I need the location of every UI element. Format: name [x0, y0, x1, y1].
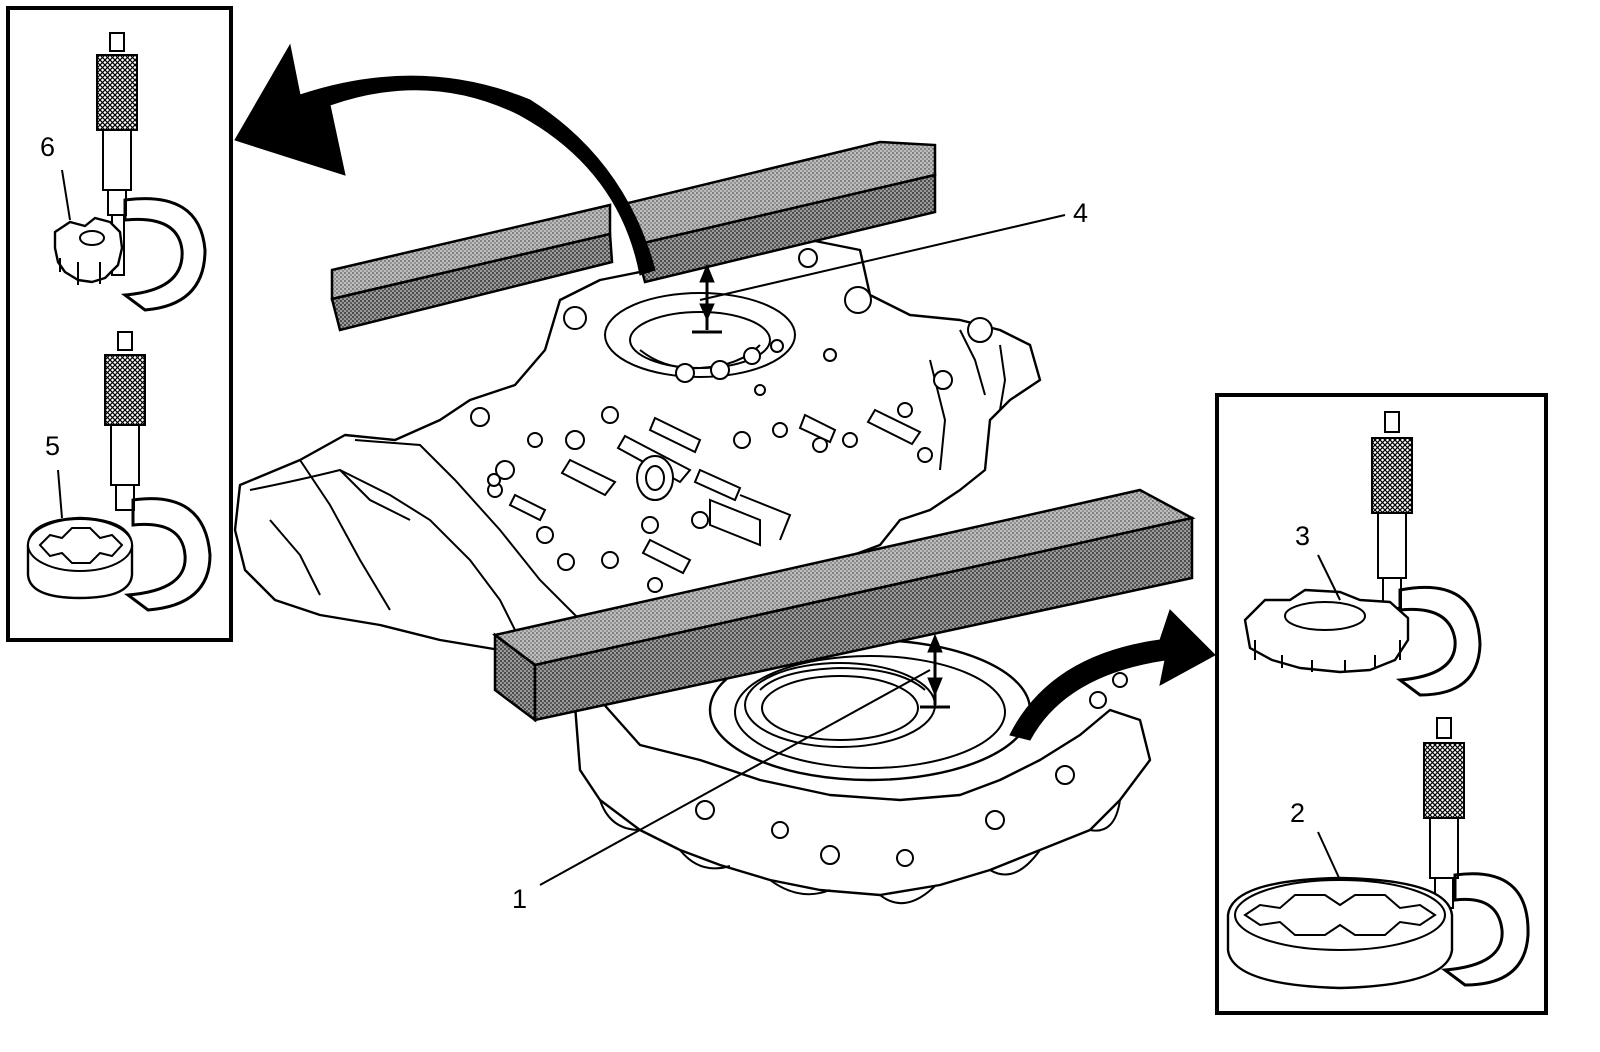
- callout-3: 3: [1295, 521, 1310, 551]
- upper-straight-edge: [330, 140, 937, 332]
- inset-right: 3 2: [1215, 393, 1548, 1015]
- inner-gear: [1243, 588, 1410, 674]
- clearance-arrow-upper: [692, 263, 722, 334]
- curved-arrow-left-icon: [234, 43, 656, 276]
- leader-line-1: [539, 669, 931, 886]
- outer-rotor-ring: [26, 516, 134, 600]
- clearance-arrow-lower: [920, 633, 950, 709]
- gear-pocket: [695, 638, 1128, 867]
- callout-6: 6: [40, 132, 55, 162]
- micrometer-icon: [104, 331, 212, 612]
- micrometer-icon: [1371, 411, 1482, 697]
- micrometer-icon: [1423, 717, 1530, 987]
- callout-5: 5: [45, 431, 60, 461]
- callout-2: 2: [1290, 798, 1305, 828]
- outer-gear-ring: [1226, 876, 1454, 990]
- pump-body: [233, 238, 1152, 905]
- leader-line-4: [699, 214, 1066, 301]
- callout-1: 1: [512, 884, 527, 914]
- inner-rotor-gear: [53, 216, 124, 284]
- inset-left: 6 5: [6, 6, 233, 642]
- callout-4: 4: [1073, 198, 1088, 228]
- lower-straight-edge: [492, 488, 1196, 723]
